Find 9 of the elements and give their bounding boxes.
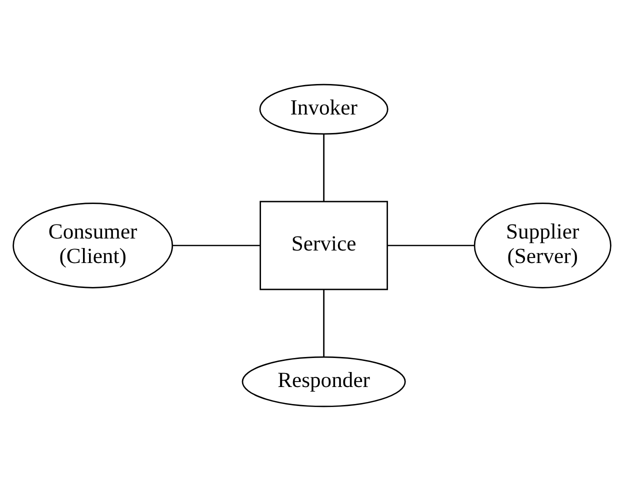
connector (323, 134, 324, 202)
connector (323, 289, 324, 357)
node-ellipse: Responder (242, 356, 406, 408)
node-box: Service (260, 200, 388, 290)
connector (387, 244, 475, 246)
node-ellipse: Invoker (259, 84, 388, 135)
node-ellipse: Supplier (Server) (474, 202, 612, 288)
node-ellipse: Consumer (Client) (12, 202, 174, 288)
connector (172, 244, 260, 246)
